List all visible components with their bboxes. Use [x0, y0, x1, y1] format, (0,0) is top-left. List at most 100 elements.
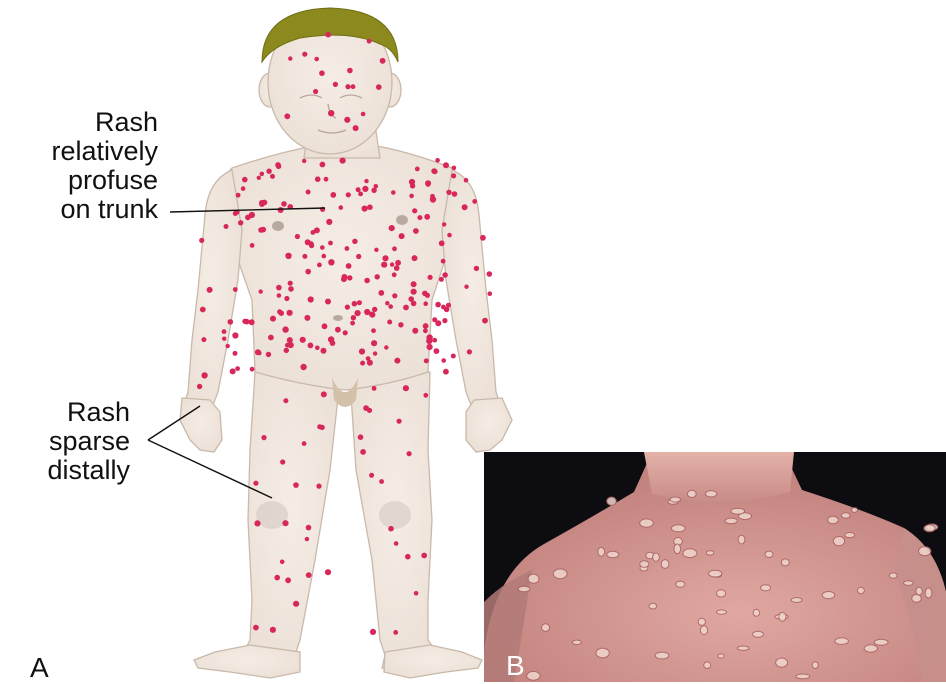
rash-dot: [320, 245, 325, 250]
vesicle-lesion: [925, 588, 932, 598]
vesicle-lesion: [725, 518, 737, 524]
rash-dot: [238, 220, 243, 225]
vesicle-lesion: [857, 587, 864, 593]
label-line: profuse: [20, 166, 158, 195]
rash-dot: [277, 293, 282, 298]
rash-dot: [407, 451, 412, 456]
photo-drawing: [484, 452, 946, 682]
left-hand: [180, 398, 222, 452]
rash-dot: [398, 322, 403, 327]
rash-dot: [379, 479, 384, 484]
rash-dot: [426, 182, 431, 187]
vesicle-lesion: [761, 585, 771, 591]
rash-dot: [451, 173, 456, 178]
rash-dot: [288, 281, 293, 286]
rash-dot: [362, 186, 368, 192]
rash-dot: [364, 278, 370, 284]
rash-dot: [285, 253, 291, 259]
rash-dot: [339, 205, 344, 210]
right-arm: [442, 170, 502, 420]
rash-dot: [347, 68, 353, 74]
panel-a-letter: A: [30, 652, 49, 684]
rash-dot: [255, 349, 261, 355]
rash-dot: [480, 235, 486, 241]
vesicle-lesion: [528, 574, 539, 583]
rash-dot: [325, 32, 331, 38]
rash-dot: [344, 117, 350, 123]
rash-dot: [413, 228, 419, 234]
rash-dot: [435, 158, 440, 163]
rash-dot: [446, 303, 451, 308]
rash-dot: [345, 246, 350, 251]
rash-dot: [319, 70, 325, 76]
rash-dot: [372, 386, 377, 391]
rash-dot: [241, 186, 246, 191]
rash-dot: [360, 361, 365, 366]
rash-dot: [335, 327, 341, 333]
rash-dot: [293, 482, 299, 488]
rash-dot: [364, 179, 368, 183]
rash-dot: [346, 192, 351, 197]
rash-dot: [427, 344, 433, 350]
rash-dot: [432, 338, 437, 343]
rash-dot: [435, 320, 441, 326]
rash-dot: [199, 238, 204, 243]
vesicle-lesion: [776, 658, 788, 667]
rash-dot: [411, 281, 417, 287]
rash-dot: [230, 368, 236, 374]
rash-dot: [224, 224, 229, 229]
rash-dot: [409, 179, 415, 185]
rash-dot: [322, 323, 328, 329]
rash-dot: [443, 369, 449, 375]
rash-dot: [322, 254, 327, 259]
rash-dot: [358, 434, 364, 440]
vesicle-lesion: [753, 631, 764, 637]
rash-dot: [367, 204, 373, 210]
rash-dot: [412, 255, 418, 261]
rash-dot: [222, 337, 226, 341]
rash-dot: [308, 296, 314, 302]
rash-dot: [423, 301, 428, 306]
vesicle-lesion: [851, 508, 857, 513]
photo-neck: [644, 452, 794, 502]
body-figure: [180, 10, 512, 678]
rash-dot: [311, 230, 316, 235]
rash-dot: [306, 572, 312, 578]
rash-dot: [266, 169, 271, 174]
rash-dot: [361, 112, 366, 117]
rash-dot: [270, 316, 276, 322]
rash-dot: [305, 537, 309, 541]
rash-dot: [326, 219, 332, 225]
rash-dot: [306, 525, 312, 531]
rash-dot: [414, 591, 419, 596]
rash-dot: [288, 342, 294, 348]
rash-dot: [276, 285, 282, 291]
rash-dot: [277, 309, 282, 314]
rash-dot: [309, 241, 314, 246]
vesicle-lesion: [683, 549, 697, 558]
vesicle-lesion: [709, 570, 722, 577]
label-line: distally: [10, 456, 130, 485]
rash-dot: [249, 319, 255, 325]
rash-dot: [270, 627, 276, 633]
rash-dot: [394, 358, 400, 364]
rash-dot: [353, 125, 359, 131]
rash-dot: [389, 225, 395, 231]
rash-dot: [226, 344, 230, 348]
rash-dot: [434, 348, 440, 354]
rash-dot: [306, 190, 311, 195]
rash-dot: [369, 312, 375, 318]
rash-dot: [442, 272, 448, 278]
rash-dot: [201, 372, 207, 378]
rash-dot: [472, 199, 477, 204]
rash-dot: [351, 84, 356, 89]
rash-dot: [250, 243, 255, 248]
rash-dot: [282, 520, 288, 526]
knee-shading: [256, 501, 411, 529]
vesicle-lesion: [670, 497, 680, 502]
rash-dot: [259, 200, 264, 205]
vesicle-lesion: [649, 603, 657, 609]
rash-dot: [288, 286, 294, 292]
rash-dot: [270, 174, 275, 179]
vesicle-lesion: [753, 609, 760, 616]
